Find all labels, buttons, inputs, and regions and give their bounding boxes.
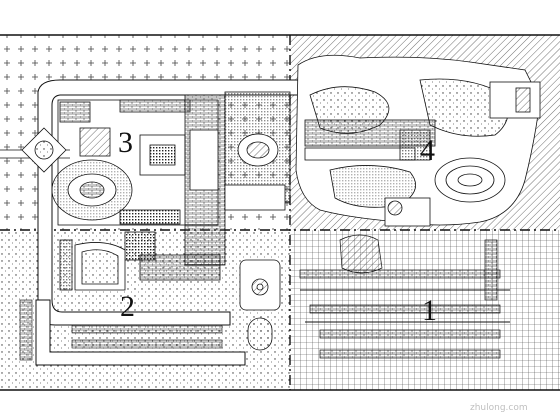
hotel-wing: [304, 119, 436, 161]
zone-1-parking: [299, 234, 510, 359]
entry-roundabout: [0, 127, 70, 173]
zone-2-parking: [19, 299, 223, 361]
site-roads: [35, 79, 301, 366]
watermark-text: zhulong.com: [470, 403, 528, 413]
zone-2-plaza: [59, 239, 281, 351]
zone-label-3: 3: [118, 126, 133, 159]
section-lines: [0, 34, 560, 391]
zone-label-1: 1: [422, 294, 437, 327]
central-buildings: [124, 91, 291, 281]
zone-label-2: 2: [120, 290, 135, 323]
zone-label-4: 4: [420, 134, 435, 167]
